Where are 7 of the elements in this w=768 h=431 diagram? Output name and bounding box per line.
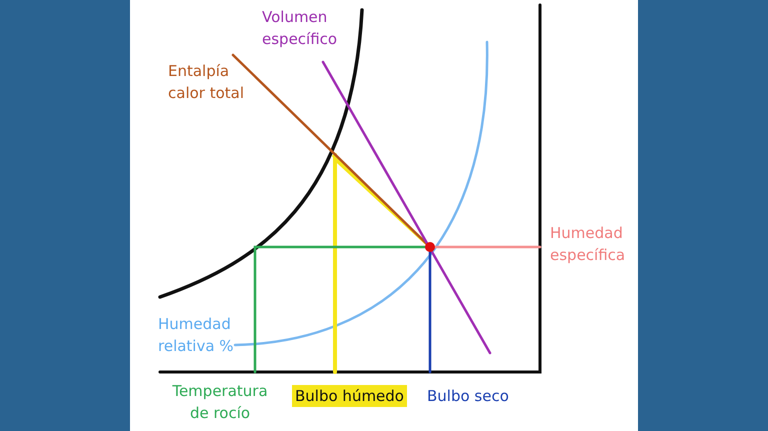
volume-label: Volumen específico bbox=[262, 7, 338, 50]
relative-humidity-label: Humedad relativa % bbox=[158, 314, 235, 357]
wet-bulb-label: Bulbo húmedo bbox=[292, 385, 407, 407]
enthalpy-label: Entalpía calor total bbox=[168, 61, 246, 104]
specific-humidity-label: Humedad específica bbox=[550, 223, 626, 266]
dry-bulb-label: Bulbo seco bbox=[427, 386, 509, 407]
dew-point-label: Temperatura de rocío bbox=[171, 381, 269, 424]
